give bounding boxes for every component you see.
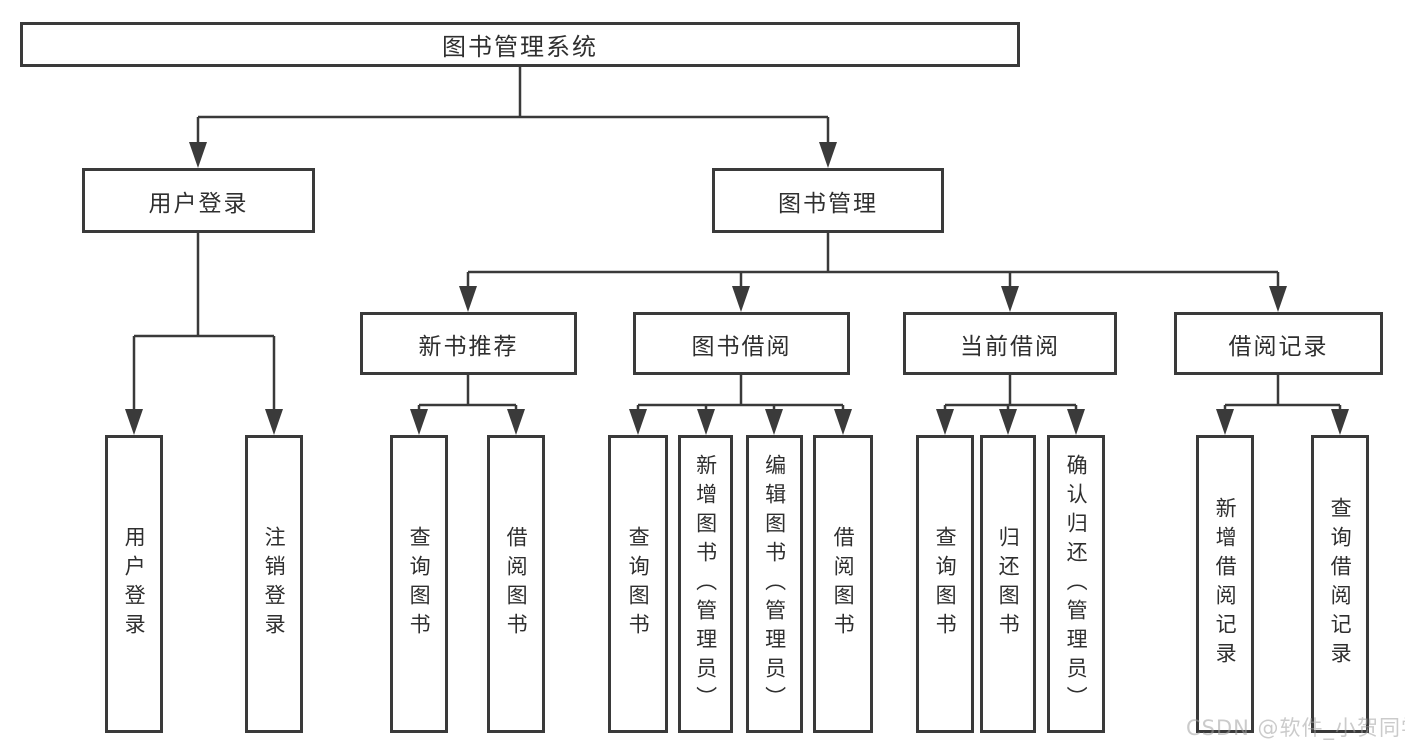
leaf-edit-books-admin: 编辑图书（管理员）	[746, 435, 803, 733]
leaf-edit-books-admin-label: 编辑图书（管理员）	[762, 453, 787, 715]
leaf-borrowing-borrow-books: 借阅图书	[813, 435, 873, 733]
leaf-current-query-books: 查询图书	[916, 435, 974, 733]
leaf-logout-login-label: 注销登录	[262, 526, 287, 642]
leaf-borrowing-query-books-label: 查询图书	[626, 526, 651, 642]
leaf-recommend-query-books-label: 查询图书	[407, 526, 432, 642]
node-book-management-label: 图书管理	[778, 190, 878, 217]
node-user-login-label: 用户登录	[148, 190, 249, 217]
leaf-confirm-return-admin-label: 确认归还（管理员）	[1064, 453, 1089, 715]
node-book-borrowing-label: 图书借阅	[691, 333, 792, 360]
node-user-login: 用户登录	[82, 168, 315, 233]
leaf-recommend-borrow-books-label: 借阅图书	[504, 526, 529, 642]
leaf-query-borrow-record-label: 查询借阅记录	[1328, 497, 1353, 671]
leaf-add-books-admin: 新增图书（管理员）	[678, 435, 733, 733]
leaf-borrowing-query-books: 查询图书	[608, 435, 668, 733]
leaf-add-borrow-record-label: 新增借阅记录	[1213, 497, 1238, 671]
node-borrowing-records-label: 借阅记录	[1228, 333, 1329, 360]
leaf-add-borrow-record: 新增借阅记录	[1196, 435, 1254, 733]
node-root-label: 图书管理系统	[442, 33, 598, 61]
node-book-management: 图书管理	[712, 168, 944, 233]
leaf-return-books: 归还图书	[980, 435, 1036, 733]
node-new-book-recommend: 新书推荐	[360, 312, 577, 375]
leaf-recommend-query-books: 查询图书	[390, 435, 448, 733]
node-root-library-system: 图书管理系统	[20, 22, 1020, 67]
csdn-watermark: CSDN @软件_小贺同学	[1186, 716, 1405, 740]
leaf-return-books-label: 归还图书	[996, 526, 1021, 642]
leaf-logout-login: 注销登录	[245, 435, 303, 733]
node-current-borrowing-label: 当前借阅	[960, 333, 1060, 360]
leaf-borrowing-borrow-books-label: 借阅图书	[831, 526, 856, 642]
node-book-borrowing: 图书借阅	[633, 312, 850, 375]
node-borrowing-records: 借阅记录	[1174, 312, 1383, 375]
leaf-recommend-borrow-books: 借阅图书	[487, 435, 545, 733]
leaf-query-borrow-record: 查询借阅记录	[1311, 435, 1369, 733]
leaf-user-login: 用户登录	[105, 435, 163, 733]
leaf-user-login-label: 用户登录	[122, 526, 147, 642]
leaf-confirm-return-admin: 确认归还（管理员）	[1047, 435, 1105, 733]
leaf-add-books-admin-label: 新增图书（管理员）	[693, 453, 718, 715]
node-new-book-recommend-label: 新书推荐	[418, 333, 519, 360]
node-current-borrowing: 当前借阅	[903, 312, 1117, 375]
leaf-current-query-books-label: 查询图书	[933, 526, 958, 642]
